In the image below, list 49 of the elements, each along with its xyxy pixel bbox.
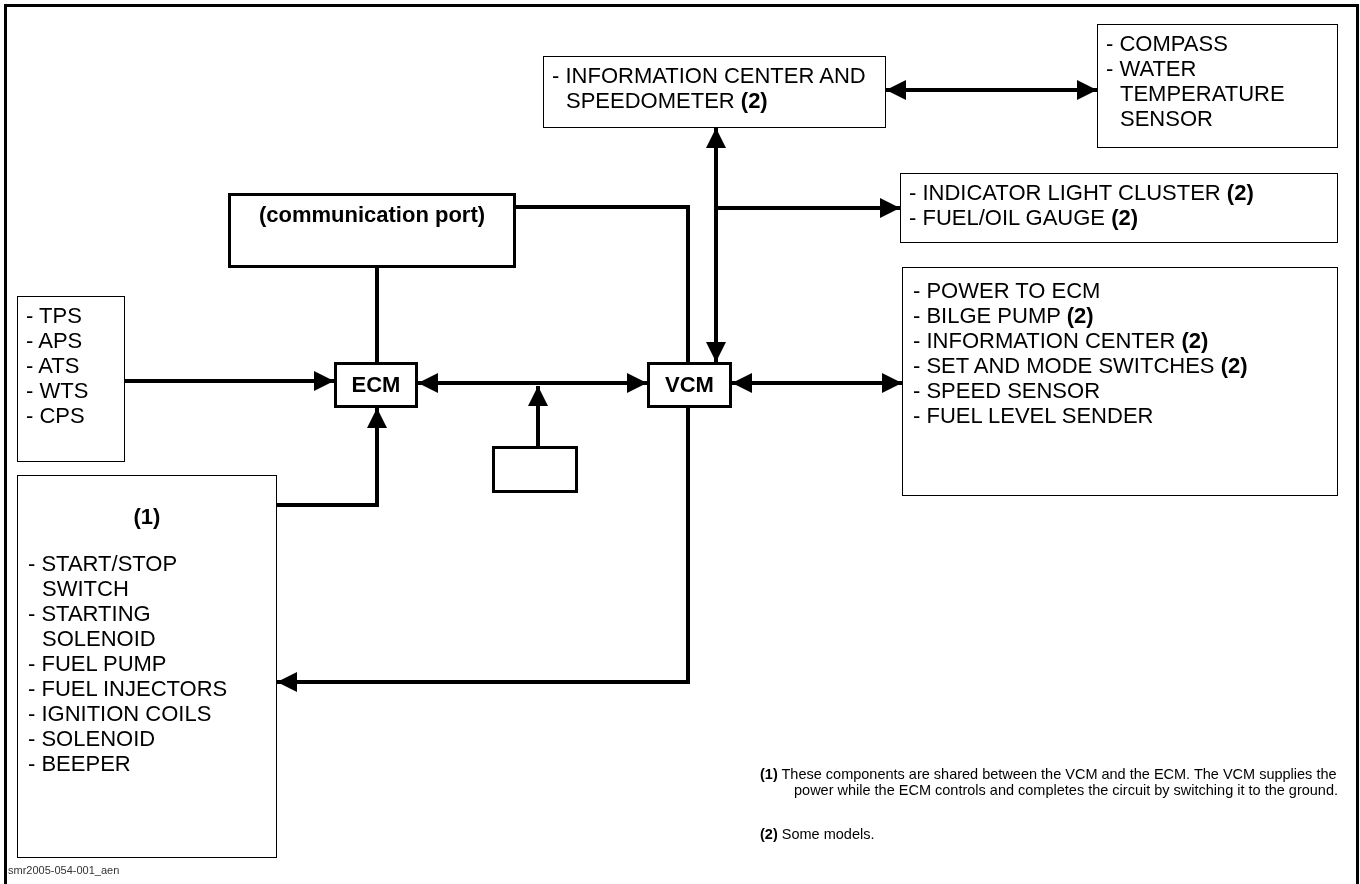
component-text: (communication port) — [257, 202, 487, 227]
component-text: - INDICATOR LIGHT CLUSTER (2) — [909, 180, 1255, 205]
component-text: - STARTING SOLENOID — [28, 601, 157, 651]
arrow — [732, 373, 902, 393]
arrow — [277, 408, 690, 692]
display-box — [543, 56, 886, 128]
component-text: - TPS — [26, 303, 83, 328]
footnote: (2) Some models. — [760, 826, 876, 842]
component-text: - ATS — [26, 353, 81, 378]
component-text: - POWER TO ECM — [913, 278, 1102, 303]
component-text: - INFORMATION CENTER AND SPEEDOMETER (2) — [552, 63, 866, 113]
connector-line — [375, 268, 379, 362]
sensor-list-box — [17, 296, 125, 462]
gauge-box — [900, 173, 1338, 243]
arrow — [125, 371, 334, 391]
component-text: - SOLENOID — [28, 726, 157, 751]
module-box — [334, 362, 418, 408]
component-text: - FUEL/OIL GAUGE (2) — [909, 205, 1139, 230]
component-text: - START/STOP SWITCH — [28, 551, 178, 601]
port-box — [228, 193, 516, 268]
module-box — [647, 362, 732, 408]
component-text: - COMPASS — [1106, 31, 1229, 56]
security-box — [492, 446, 578, 493]
component-text: - BEEPER — [28, 751, 132, 776]
component-text: - INFORMATION CENTER (2) — [913, 328, 1210, 353]
component-text: - WTS — [26, 378, 90, 403]
component-text: - FUEL PUMP — [28, 651, 168, 676]
component-text: - SPEED SENSOR — [913, 378, 1102, 403]
component-text: - WATER TEMPERATURE SENSOR — [1106, 56, 1286, 131]
component-text: VCM — [664, 372, 715, 397]
component-text: - FUEL LEVEL SENDER — [913, 403, 1155, 428]
component-text: - APS — [26, 328, 84, 353]
arrow — [528, 386, 548, 446]
accessory-box — [1097, 24, 1338, 148]
connector-line — [516, 205, 690, 362]
component-text: - IGNITION COILS — [28, 701, 213, 726]
component-text: ECM — [350, 372, 402, 397]
component-text: - BILGE PUMP (2) — [913, 303, 1095, 328]
arrow — [277, 408, 387, 507]
arrow — [418, 373, 647, 393]
output-list-box — [902, 267, 1338, 496]
figure-code: smr2005-054-001_aen — [8, 863, 121, 878]
arrow — [886, 80, 1097, 100]
component-text: - CPS — [26, 403, 86, 428]
footnote-marker: (1) — [132, 504, 162, 529]
shared-components-box — [17, 475, 277, 858]
footnote: (1) These components are shared between the VCM and the ECM. The VCM supplies the power while the ECM controls and completes the circuit by switching it to the ground. — [760, 766, 1339, 798]
component-text: - FUEL INJECTORS — [28, 676, 229, 701]
component-text: - SET AND MODE SWITCHES (2) — [913, 353, 1249, 378]
